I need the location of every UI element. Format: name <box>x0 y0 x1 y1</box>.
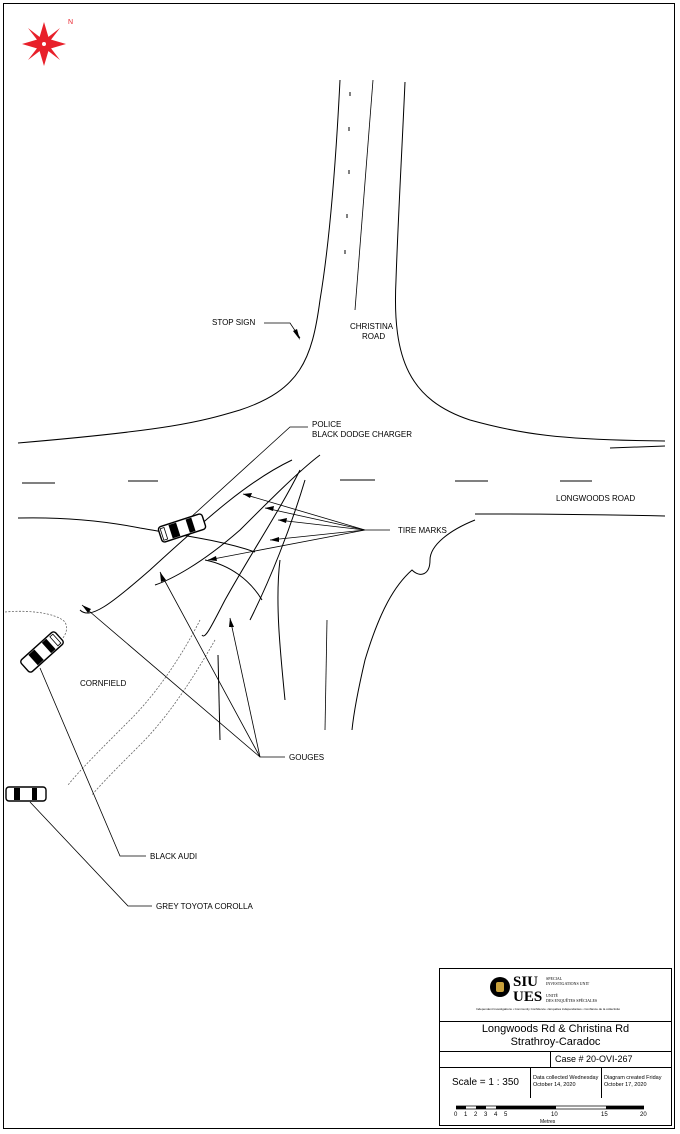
cornfield-track <box>4 610 216 796</box>
gouges-label: GOUGES <box>289 753 324 762</box>
case-divider <box>550 1052 551 1068</box>
title-block: SIU UES SPECIAL INVESTIGATIONS UNIT UNIT… <box>439 968 672 1126</box>
location-line-2: Strathroy-Caradoc <box>510 1036 601 1048</box>
case-number: Case # 20-OVI-267 <box>555 1054 633 1064</box>
scale-tick-20: 20 <box>640 1112 647 1118</box>
logo-tagline: Independent Investigations • Community C… <box>476 1007 620 1011</box>
grey-toyota-icon <box>5 786 47 802</box>
scale-tick-0: 0 <box>454 1112 458 1118</box>
logo-unit-en-2: INVESTIGATIONS UNIT <box>546 981 590 986</box>
drawing-frame <box>3 3 675 1129</box>
compass-rose-icon <box>22 22 66 66</box>
grey-toyota-label: GREY TOYOTA COROLLA <box>156 902 253 911</box>
diagram-created-1: Diagram created Friday <box>604 1075 662 1081</box>
scale-divider-1 <box>530 1068 531 1098</box>
diagram-created-2: October 17, 2020 <box>604 1082 647 1088</box>
siu-emblem-icon <box>490 977 510 997</box>
scale-tick-4: 4 <box>494 1112 498 1118</box>
tire-marks <box>79 454 321 741</box>
logo-unit-fr-2: DES ENQUÊTES SPÉCIALES <box>546 998 598 1003</box>
leader-lines <box>29 322 390 907</box>
scale-ratio: Scale = 1 : 350 <box>452 1077 519 1088</box>
police-label-1: POLICE <box>312 420 341 429</box>
christina-road-label-1: CHRISTINA <box>350 322 394 331</box>
location-row: Longwoods Rd & Christina Rd Strathroy-Ca… <box>440 1021 671 1051</box>
logo-row: SIU UES SPECIAL INVESTIGATIONS UNIT UNIT… <box>440 969 671 1021</box>
road-edges <box>17 79 666 731</box>
logo-unit-en-1: SPECIAL <box>546 976 563 981</box>
scale-row: Scale = 1 : 350 Data collected Wednesday… <box>440 1067 671 1098</box>
scale-bar: 0 1 2 3 4 5 10 15 20 Metres <box>454 1105 647 1125</box>
location-line-1: Longwoods Rd & Christina Rd <box>481 1023 630 1035</box>
police-label-2: BLACK DODGE CHARGER <box>312 430 412 439</box>
tire-marks-label: TIRE MARKS <box>398 526 447 535</box>
scale-tick-3: 3 <box>484 1112 488 1118</box>
longwoods-road-label: LONGWOODS ROAD <box>556 494 635 503</box>
christina-road-label-2: ROAD <box>362 332 385 341</box>
cornfield-label: CORNFIELD <box>80 679 126 688</box>
lane-dashes <box>22 92 592 484</box>
scale-tick-10: 10 <box>551 1112 558 1118</box>
scale-tick-15: 15 <box>601 1112 608 1118</box>
data-collected-2: October 14, 2020 <box>533 1082 576 1088</box>
black-audi-label: BLACK AUDI <box>150 852 197 861</box>
black-audi-icon <box>20 631 64 673</box>
scale-divider-2 <box>601 1068 602 1098</box>
scale-bar-row: 0 1 2 3 4 5 10 15 20 Metres <box>440 1097 671 1127</box>
logo-unit-fr-1: UNITÉ <box>546 993 558 998</box>
stop-sign-label: STOP SIGN <box>212 318 255 327</box>
north-marker: N <box>68 19 73 26</box>
scale-tick-5: 5 <box>504 1112 508 1118</box>
data-collected-1: Data collected Wednesday <box>533 1075 599 1081</box>
logo-siu: SIU <box>513 974 539 990</box>
logo-ues: UES <box>513 989 543 1005</box>
case-row: Case # 20-OVI-267 <box>440 1051 671 1068</box>
scale-tick-1: 1 <box>464 1112 468 1118</box>
scale-tick-2: 2 <box>474 1112 478 1118</box>
scale-unit: Metres <box>540 1119 556 1125</box>
police-vehicle-icon <box>157 513 207 543</box>
